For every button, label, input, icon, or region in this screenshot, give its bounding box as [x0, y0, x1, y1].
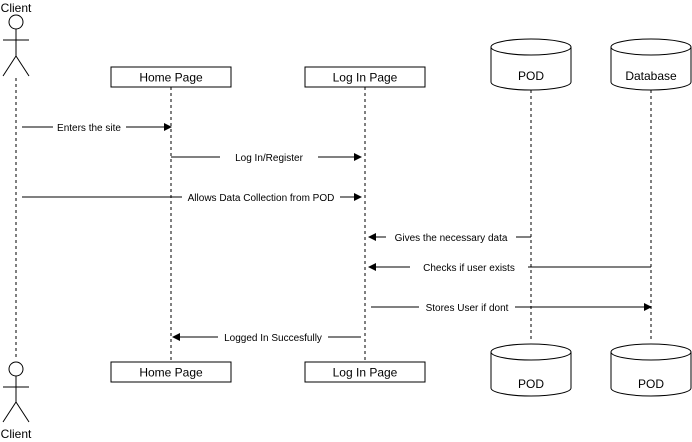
message-enters-site: Enters the site	[22, 121, 172, 134]
message-gives-necessary-data: Gives the necessary data	[368, 231, 531, 244]
home-page-box-top	[110, 66, 232, 88]
pod-cylinder-bottom	[490, 343, 572, 397]
message-stores-user: Stores User if dont	[371, 301, 652, 314]
database-cylinder-top	[610, 38, 692, 91]
database-cylinder-bottom	[610, 343, 692, 397]
message-logged-in: Logged In Succesfully	[172, 331, 361, 344]
home-page-label-top: Home Page	[139, 71, 203, 85]
actor-head	[8, 361, 24, 377]
message-label: Stores User if dont	[426, 303, 509, 314]
message-label: Logged In Succesfully	[224, 333, 322, 344]
message-label: Gives the necessary data	[395, 233, 508, 244]
login-page-box-bottom	[304, 361, 426, 383]
client-label-bottom: Client	[1, 427, 32, 441]
login-page-box-top	[304, 66, 426, 88]
client-actor-bottom	[2, 361, 30, 423]
client-actor-top	[2, 14, 30, 77]
home-page-label-bottom: Home Page	[139, 366, 203, 380]
pod-label-bottom: POD	[518, 377, 544, 391]
database-label-top: Database	[625, 69, 677, 83]
actor-head	[8, 14, 24, 30]
message-label: Log In/Register	[235, 153, 303, 164]
message-label: Enters the site	[57, 123, 121, 134]
pod-cylinder-top	[490, 38, 572, 91]
login-page-label-top: Log In Page	[333, 71, 398, 85]
home-page-box-bottom	[110, 361, 232, 383]
message-label: Allows Data Collection from POD	[188, 193, 335, 204]
message-login-register: Log In/Register	[171, 151, 362, 164]
message-checks-user-exists: Checks if user exists	[368, 261, 651, 274]
message-label: Checks if user exists	[423, 263, 515, 274]
client-label-top: Client	[1, 1, 32, 15]
database-label-bottom: POD	[638, 377, 664, 391]
login-page-label-bottom: Log In Page	[333, 366, 398, 380]
message-allows-data-collection: Allows Data Collection from POD	[22, 191, 362, 204]
lifelines	[15, 78, 652, 362]
pod-label-top: POD	[518, 69, 544, 83]
